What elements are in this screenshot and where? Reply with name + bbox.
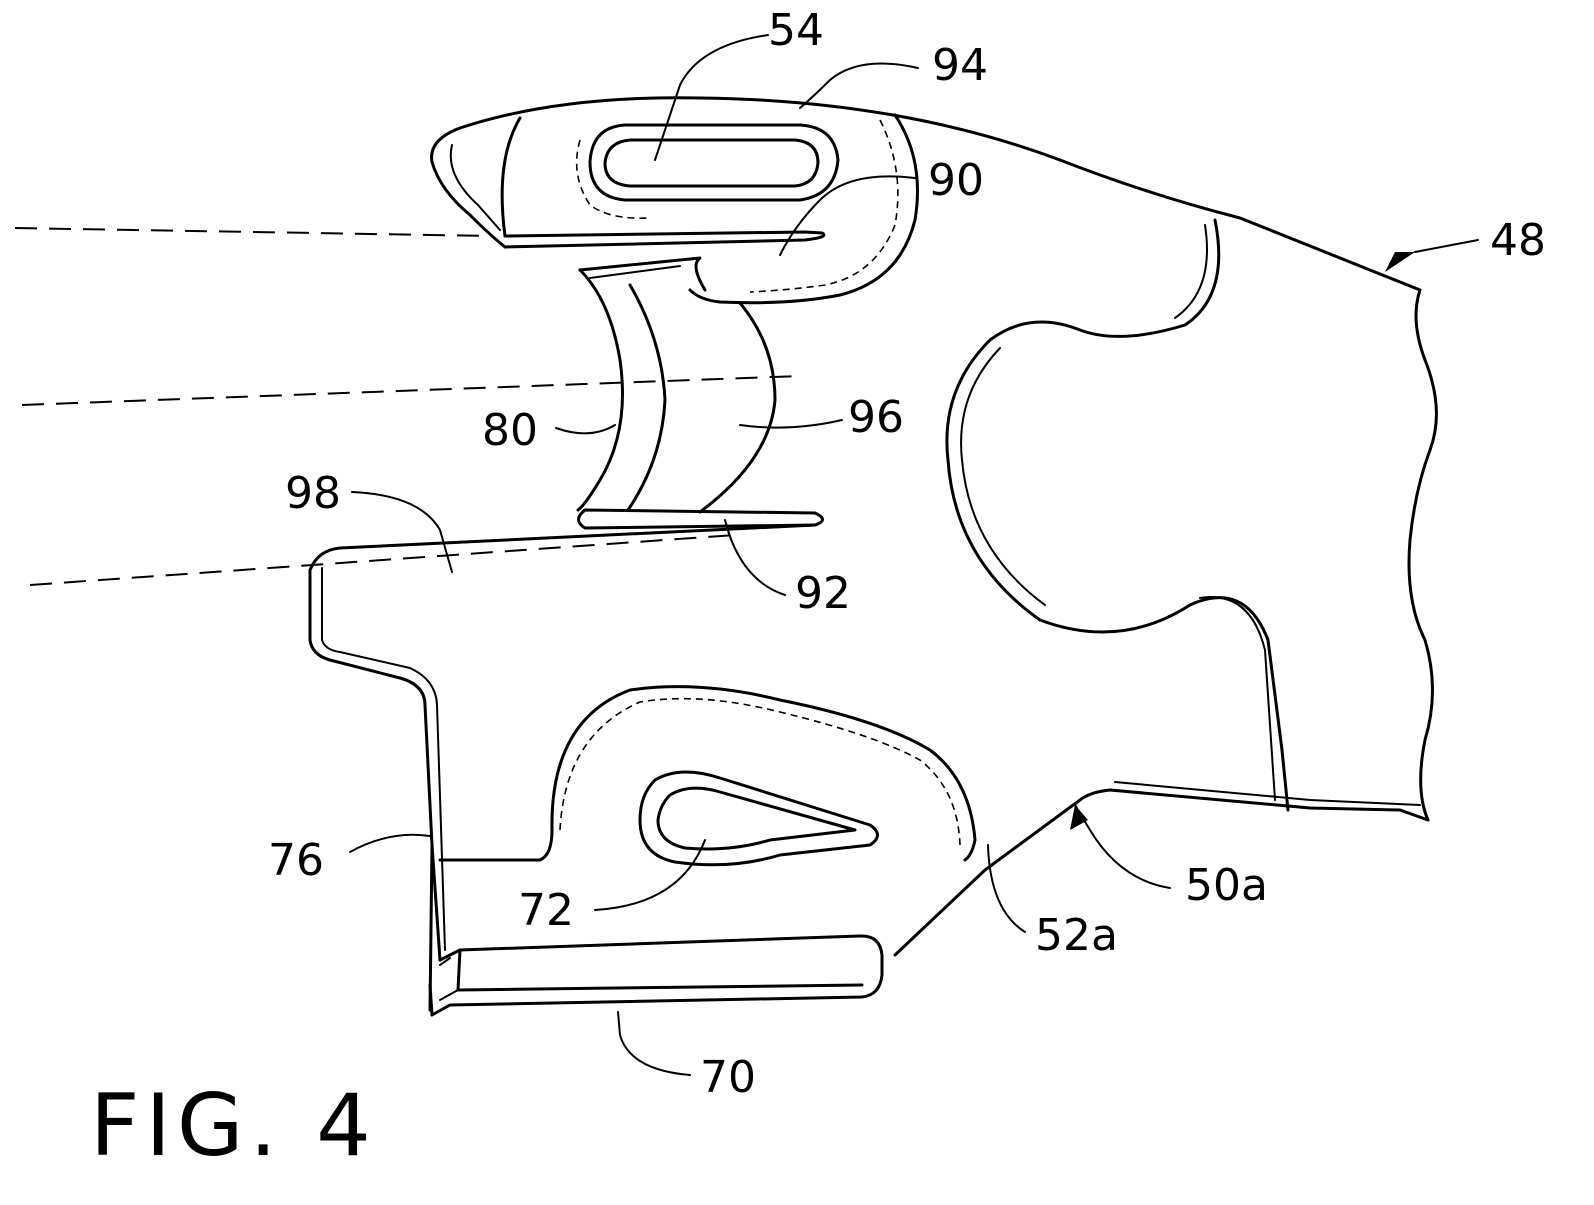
upper-centerline [15,228,492,236]
label-90: 90 [928,155,984,206]
leader-90 [780,176,915,255]
upper-slot-outer [590,125,838,200]
bottom-bar-70 [430,936,882,1015]
upper-tip-nose-inner [451,145,500,230]
bottom-bar-70-edge [440,958,458,1000]
label-80: 80 [482,405,538,456]
lower-boss-hidden [560,699,960,845]
figure-caption: FIG. 4 [90,1076,377,1176]
leader-94 [800,64,918,108]
middle-centerline [22,376,800,405]
bottom-bar-70-front [458,950,862,990]
arrowhead-50a [1070,805,1088,830]
upper-tip-nose [432,128,505,247]
middle-lip-top [580,258,705,290]
label-54: 54 [768,5,824,56]
leader-48 [1415,240,1478,252]
leader-92 [725,520,785,595]
leader-50a [1075,805,1170,888]
lower-slot-72 [640,772,878,865]
lower-centerline [30,535,735,585]
label-96: 96 [848,392,904,443]
label-50a: 50a [1185,860,1268,911]
leader-96 [740,420,842,428]
upper-boss-hidden-edge [750,120,898,292]
lower-slot-outer [640,772,878,865]
leader-76 [350,835,430,852]
upper-tab-bottom-edge [505,232,824,247]
label-72: 72 [518,885,574,936]
lower-slot-inner [658,788,855,849]
label-76: 76 [268,835,324,886]
circular-cutout-inner [961,225,1275,800]
leader-80 [556,425,615,433]
leader-98 [352,492,452,572]
upper-slot-inner [605,140,818,186]
middle-lip-face [628,285,665,510]
upper-slot-54 [577,125,838,218]
label-92: 92 [795,568,851,619]
body-right-break-edge [1409,290,1436,820]
label-70: 70 [700,1052,756,1103]
middle-lip-outer-80 [578,270,623,510]
middle-lip-face-96 [700,303,775,512]
label-94: 94 [932,40,988,91]
label-48: 48 [1490,215,1546,266]
label-98: 98 [285,468,341,519]
leader-52a [988,845,1025,932]
arrowhead-48 [1385,252,1415,272]
leader-70 [618,1012,690,1075]
circular-cutout [947,220,1288,810]
reference-numerals: 54 94 90 48 80 96 98 92 76 72 50a 52a 70 [268,5,1546,1103]
label-52a: 52a [1035,910,1118,961]
